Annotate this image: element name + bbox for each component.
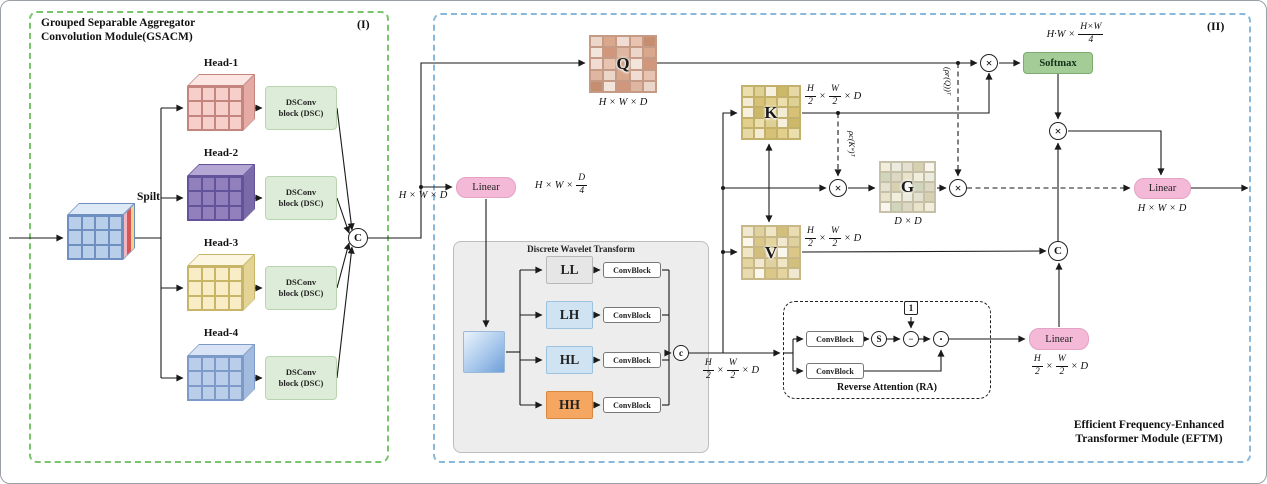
multiply-circle-g-right: ×: [949, 179, 967, 197]
band-lh: LH: [546, 301, 593, 329]
gsacm-output-dim: H × W × D: [398, 190, 448, 201]
final-output-dim: H × W × D: [1137, 203, 1187, 214]
query-matrix: Q: [589, 35, 657, 93]
subtract-circle: −: [903, 331, 919, 347]
dwt-concat-circle: c: [673, 345, 689, 361]
eftm-title-line1: Efficient Frequency-Enhanced: [1073, 419, 1225, 431]
linear-block-1: Linear: [456, 177, 516, 198]
eftm-title-line2: Transformer Module (EFTM): [1075, 433, 1223, 446]
one-constant-box: 1: [904, 301, 918, 315]
multiply-circle-g-left: ×: [829, 179, 847, 197]
band-hh: HH: [546, 391, 593, 419]
rho-q-label: (ρr(Q))ᵀ: [943, 67, 953, 96]
input-feature-cube: [67, 203, 135, 260]
gsacm-concat-circle: C: [348, 228, 368, 248]
gate-matrix: G: [879, 161, 936, 213]
gsacm-title: Grouped Separable Aggregator Convolution…: [41, 16, 195, 45]
band-ll: LL: [546, 256, 593, 284]
head-4-label: Head-4: [203, 327, 239, 339]
value-matrix: V: [741, 225, 801, 280]
softmax-block: Softmax: [1023, 52, 1093, 74]
head-1-cube: [187, 74, 255, 131]
split-label: Spilt: [137, 191, 161, 203]
dsconv-block-2: DSConv block (DSC): [265, 176, 337, 220]
ra-convblock-bottom: ConvBlock: [806, 363, 864, 379]
elementwise-product-circle: ·: [933, 331, 949, 347]
dwt-convblock-4: ConvBlock: [603, 397, 661, 413]
head-3-cube: [187, 254, 255, 311]
dwt-convblock-1: ConvBlock: [603, 262, 661, 278]
ra-convblock-top: ConvBlock: [806, 331, 864, 347]
rho-k-label: ρc(Kʷ)ᵀ: [847, 131, 857, 157]
linear-block-2: Linear: [1029, 328, 1089, 350]
eftm-concat-circle: C: [1048, 241, 1068, 261]
gsacm-title-line2: Convolution Module(GSACM): [41, 31, 193, 44]
ra-title: Reverse Attention (RA): [837, 382, 937, 393]
dsconv-block-1: DSConv block (DSC): [265, 86, 337, 130]
head-2-cube: [187, 164, 255, 221]
head-4-cube: [187, 344, 255, 401]
eftm-title: Efficient Frequency-Enhanced Transformer…: [1049, 418, 1249, 447]
head-3-label: Head-3: [203, 237, 239, 249]
head-2-label: Head-2: [203, 147, 239, 159]
multiply-circle-attn: ×: [1049, 122, 1067, 140]
head-1-label: Head-1: [203, 57, 239, 69]
eftm-panel: [433, 13, 1251, 463]
gsacm-tag: (I): [357, 17, 370, 31]
gsacm-title-line1: Grouped Separable Aggregator: [41, 17, 196, 29]
dsconv-block-4: DSConv block (DSC): [265, 356, 337, 400]
eftm-tag: (II): [1207, 19, 1225, 33]
dsconv-block-3: DSConv block (DSC): [265, 266, 337, 310]
reverse-attention-box: [783, 301, 991, 399]
multiply-circle-qk: ×: [980, 54, 998, 72]
band-hl: HL: [546, 346, 593, 374]
linear-block-final: Linear: [1134, 178, 1191, 199]
dwt-input-tile: [463, 331, 505, 373]
gsacm-panel: [29, 11, 389, 463]
key-matrix: K: [741, 85, 801, 140]
sigmoid-circle: S: [871, 331, 887, 347]
query-dim: H × W × D: [598, 97, 648, 108]
dwt-convblock-2: ConvBlock: [603, 307, 661, 323]
dwt-title: Discrete Wavelet Transform: [527, 244, 635, 254]
gate-dim: D × D: [894, 216, 922, 227]
dwt-convblock-3: ConvBlock: [603, 352, 661, 368]
